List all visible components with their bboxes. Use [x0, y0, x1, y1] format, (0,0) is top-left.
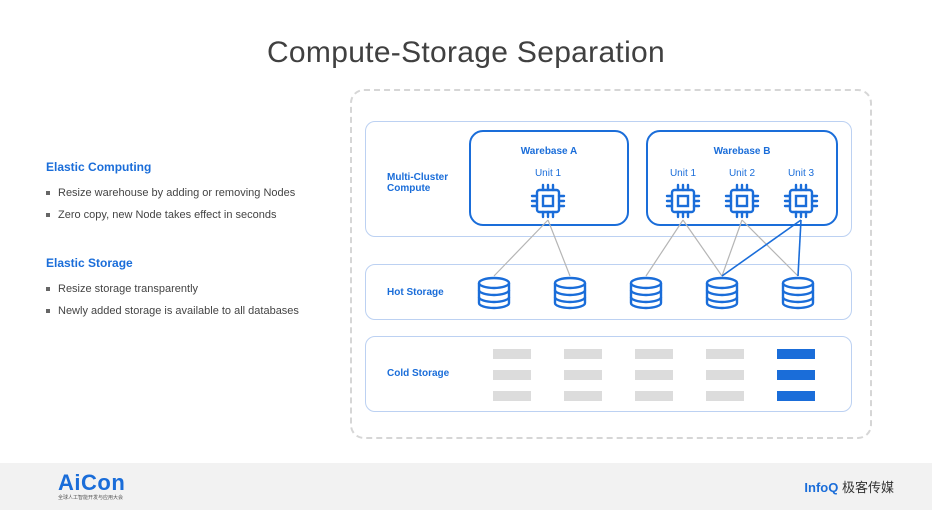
bullet-item: Newly added storage is available to all … [46, 304, 346, 318]
unit-label: Unit 1 [669, 168, 697, 179]
database-icon [781, 276, 815, 310]
infoq-text: 极客传媒 [841, 480, 894, 495]
bullet-text: Zero copy, new Node takes effect in seco… [58, 209, 277, 221]
cold-block [635, 349, 673, 359]
cold-block [706, 370, 744, 380]
chip-icon [665, 183, 701, 219]
chip-icon [530, 183, 566, 219]
bullet-text: Resize storage transparently [58, 283, 199, 295]
chip-icon [724, 183, 760, 219]
diagram-frame [350, 89, 872, 439]
slide-title: Compute-Storage Separation [266, 36, 666, 69]
cold-storage-layer [365, 336, 852, 412]
cold-block [564, 391, 602, 401]
cold-block [493, 370, 531, 380]
section-title-elastic-computing: Elastic Computing [46, 160, 152, 174]
bullet-item: Resize storage transparently [46, 282, 346, 296]
warebase-b-title: Warebase B [713, 146, 771, 157]
cold-block [564, 349, 602, 359]
infoq-mark: InfoQ [804, 480, 839, 495]
compute-layer-label: Multi-Cluster Compute [387, 172, 449, 194]
database-icon [629, 276, 663, 310]
square-bullet-icon [46, 287, 50, 291]
bullet-text: Resize warehouse by adding or removing N… [58, 187, 296, 199]
cold-block [635, 370, 673, 380]
cold-block [493, 349, 531, 359]
square-bullet-icon [46, 191, 50, 195]
database-icon [477, 276, 511, 310]
warebase-a-title: Warebase A [520, 146, 578, 157]
hot-storage-label: Hot Storage [387, 287, 444, 298]
footer-bar: AiCon 全球人工智能开发与应用大会 InfoQ 极客传媒 [0, 463, 932, 510]
cold-block-active [777, 391, 815, 401]
bullet-item: Zero copy, new Node takes effect in seco… [46, 208, 346, 222]
warebase-b: Warebase B [646, 130, 838, 226]
left-panel: Elastic Computing Resize warehouse by ad… [46, 160, 346, 326]
bullet-item: Resize warehouse by adding or removing N… [46, 186, 346, 200]
section-title-elastic-storage: Elastic Storage [46, 256, 133, 270]
square-bullet-icon [46, 309, 50, 313]
database-icon [705, 276, 739, 310]
cold-block [635, 391, 673, 401]
unit-label: Unit 2 [728, 168, 756, 179]
cold-block [706, 391, 744, 401]
cold-block [493, 391, 531, 401]
square-bullet-icon [46, 213, 50, 217]
database-icon [553, 276, 587, 310]
cold-block-active [777, 370, 815, 380]
warebase-a: Warebase A [469, 130, 629, 226]
unit-label: Unit 1 [534, 168, 562, 179]
cold-block [564, 370, 602, 380]
unit-label: Unit 3 [787, 168, 815, 179]
aicon-subtitle: 全球人工智能开发与应用大会 [58, 495, 124, 501]
cold-storage-label: Cold Storage [387, 368, 450, 379]
cold-block [706, 349, 744, 359]
infoq-logo: InfoQ 极客传媒 [804, 477, 894, 496]
cold-block-active [777, 349, 815, 359]
aicon-logo: AiCon [58, 470, 126, 495]
chip-icon [783, 183, 819, 219]
bullet-text: Newly added storage is available to all … [58, 305, 299, 317]
